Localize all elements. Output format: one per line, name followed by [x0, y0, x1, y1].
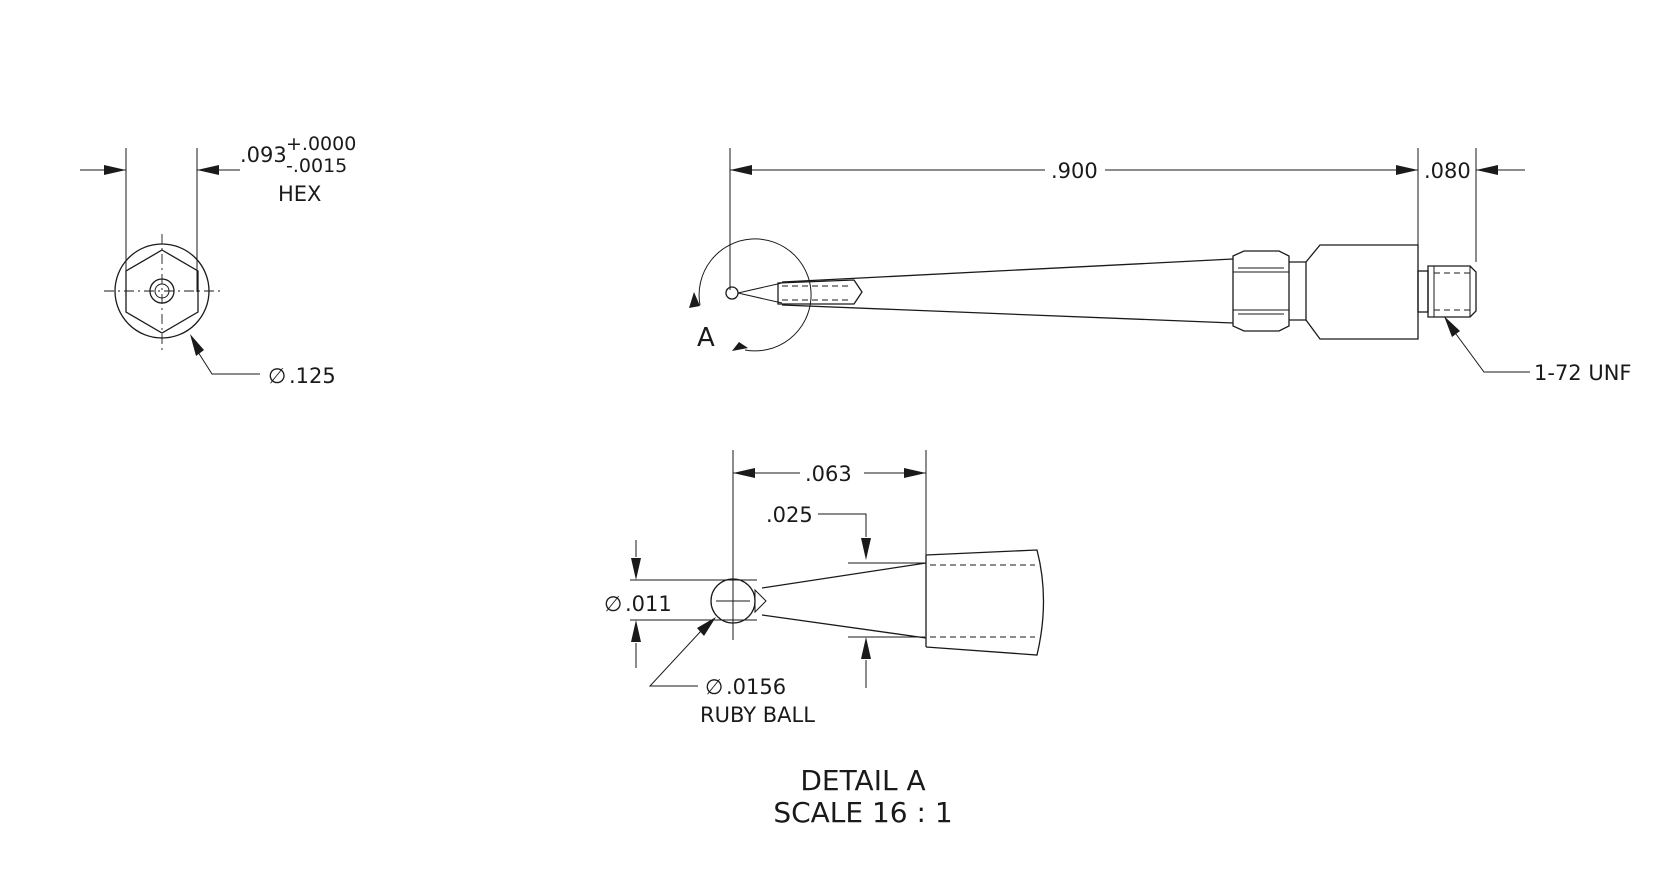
stylus-body	[1305, 244, 1419, 340]
detail-scale: SCALE 16 : 1	[773, 796, 952, 829]
thread-label: 1-72 UNF	[1534, 361, 1632, 385]
hex-tol-minus: -.0015	[286, 155, 347, 177]
hex-section	[1232, 250, 1290, 332]
hex-tol-plus: +.0000	[286, 133, 356, 155]
hex-label: HEX	[278, 182, 321, 206]
width-dim: .063	[805, 462, 852, 486]
neck-diameter: .011	[625, 592, 672, 616]
diameter-symbol: ∅	[268, 364, 286, 388]
detail-title: DETAIL A	[800, 764, 925, 797]
ruby-ball	[725, 286, 739, 300]
neck-diameter-symbol: ∅	[604, 592, 622, 616]
hex-outline	[125, 249, 199, 334]
diameter-value: .125	[289, 364, 336, 388]
ball-diameter: .0156	[726, 675, 786, 699]
ball-label: RUBY BALL	[700, 703, 815, 727]
thread-stud	[1417, 265, 1477, 318]
length-dim: .900	[1051, 159, 1098, 183]
detail-view: .063 .025 ∅ .011 ∅ .0	[604, 450, 1045, 829]
detail-callout-circle	[698, 238, 812, 352]
stem-dim: .025	[766, 503, 813, 527]
detail-callout-letter: A	[697, 323, 715, 353]
hex-dim-nominal: .093	[240, 143, 287, 167]
side-view: .900 .080	[689, 148, 1632, 385]
end-view: .093 +.0000 -.0015 HEX ∅ .125	[80, 133, 356, 388]
ball-diameter-symbol: ∅	[705, 675, 723, 699]
thread-length-dim: .080	[1424, 159, 1471, 183]
